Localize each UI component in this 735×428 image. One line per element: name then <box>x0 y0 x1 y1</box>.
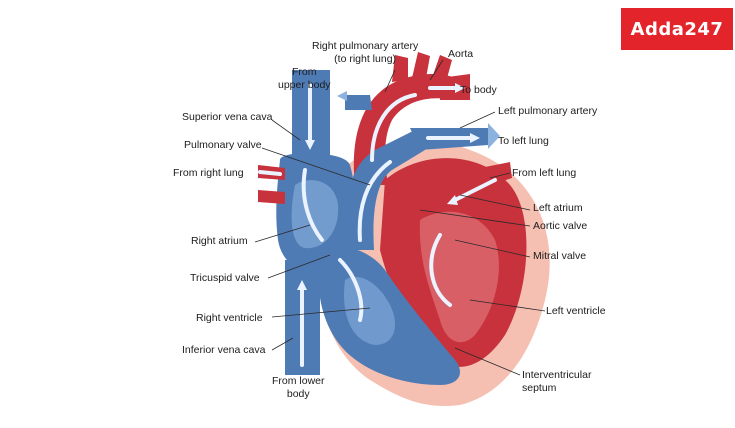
label-from-left-lung: From left lung <box>512 167 577 179</box>
label-left-ventricle: Left ventricle <box>546 305 606 317</box>
flow-arrow-from-right-lung <box>258 170 282 176</box>
label-pulmonary-valve: Pulmonary valve <box>184 139 262 151</box>
label-right-atrium: Right atrium <box>191 235 248 247</box>
flow-arrow-lv <box>429 233 452 307</box>
label-to-left-lung: To left lung <box>498 135 549 147</box>
label-left-atrium: Left atrium <box>533 202 583 214</box>
label-aortic-valve: Aortic valve <box>533 220 588 232</box>
label-line: Interventricular <box>522 369 592 381</box>
label-line: From lower <box>272 375 325 387</box>
flow-arrowheads <box>297 83 480 290</box>
label-line: upper body <box>278 79 331 91</box>
label-tricuspid-valve: Tricuspid valve <box>190 272 260 284</box>
pulmonary-trunk <box>344 130 425 250</box>
adda247-logo[interactable]: Adda247 <box>621 8 733 50</box>
flow-arrow-ra <box>301 168 324 242</box>
flow-arrow-pt <box>357 160 392 242</box>
logo-text: Adda247 <box>630 18 724 40</box>
label-left-pulmonary-artery: Left pulmonary artery <box>498 105 598 117</box>
blood-flow-arrows <box>258 83 497 367</box>
label-line: body <box>286 388 310 400</box>
label-line: septum <box>522 382 557 394</box>
right-ventricle-inner <box>344 276 395 345</box>
label-mitral-valve: Mitral valve <box>533 250 587 262</box>
flow-arrow-la <box>453 178 497 202</box>
right-pulmonary-artery <box>345 95 372 110</box>
label-line: (to right lung) <box>334 53 397 65</box>
label-to-body: To body <box>460 84 497 96</box>
label-right-ventricle: Right ventricle <box>196 312 263 324</box>
label-line: From <box>292 66 317 78</box>
flow-arrow-aorta <box>370 93 417 162</box>
flow-arrow-rv <box>338 258 364 322</box>
label-aorta: Aorta <box>448 48 474 60</box>
leader-lines <box>254 59 546 376</box>
left-ventricle-inner <box>419 211 499 343</box>
label-from-right-lung: From right lung <box>173 167 244 179</box>
label-inferior-vena-cava: Inferior vena cava <box>182 344 266 356</box>
label-right-pulmonary-artery: Right pulmonary artery(to right lung) <box>312 40 418 66</box>
external-arrows <box>337 91 500 149</box>
aorta-branches <box>392 52 452 82</box>
label-line: Right pulmonary artery <box>312 40 419 52</box>
label-superior-vena-cava: Superior vena cava <box>182 111 273 123</box>
